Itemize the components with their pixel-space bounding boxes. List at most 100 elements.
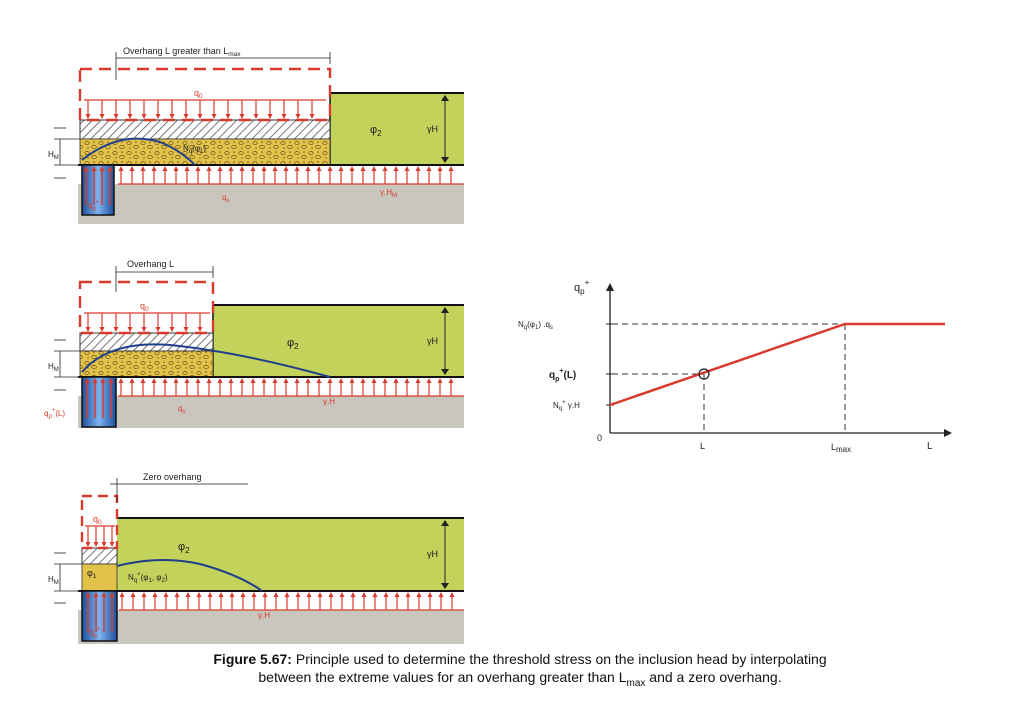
soil-label-phi2: φ2 xyxy=(178,541,190,555)
arrow-head xyxy=(305,378,311,383)
arrow-head xyxy=(85,592,91,597)
arrow-head xyxy=(113,327,119,332)
panel-zero-overhang: Zero overhang q0 φ2 φ1 γH HM Nq+(φ1, φ2)… xyxy=(48,472,464,644)
hm-label: HM xyxy=(48,150,59,161)
qs-label: qs xyxy=(222,193,229,204)
arrow-head xyxy=(349,378,355,383)
gamma-h-label: γ.H xyxy=(323,397,335,406)
reaction-arrows-up xyxy=(84,378,464,418)
arrow-head xyxy=(426,166,432,171)
arrow-head xyxy=(151,378,157,383)
arrow-head xyxy=(183,114,189,119)
arrow-head xyxy=(91,166,97,171)
arrow-head xyxy=(316,378,322,383)
arrow-head xyxy=(173,378,179,383)
arrow-head xyxy=(371,166,377,171)
hm-label: HM xyxy=(48,575,59,586)
arrow-head xyxy=(382,378,388,383)
arrow-head xyxy=(339,592,345,597)
soil-green xyxy=(213,305,464,377)
arrow-head xyxy=(169,114,175,119)
arrow-head xyxy=(118,378,124,383)
tick-label-lmax: Lmax xyxy=(831,442,851,454)
arrow-head xyxy=(196,592,202,597)
tick-label-l: L xyxy=(700,441,705,451)
caption-line2-end: and a zero overhang. xyxy=(645,669,782,685)
slab-hatched xyxy=(79,119,331,140)
threshold-stress-graph: qp+ L 0 L Lmax Nq(φ1) .qs qp+(L) Nq+ γ.H xyxy=(518,278,952,454)
height-label: γH xyxy=(427,549,438,559)
arrow-head xyxy=(272,378,278,383)
ground-grey xyxy=(78,396,464,428)
arrow-head xyxy=(93,542,99,547)
soil-label-phi2: φ2 xyxy=(287,337,299,351)
arrow-head xyxy=(100,378,106,383)
soil-green xyxy=(330,93,464,165)
arrow-head xyxy=(317,592,323,597)
inclusion-column xyxy=(81,164,115,216)
arrow-head xyxy=(239,166,245,171)
arrow-head xyxy=(415,166,421,171)
arrow-head xyxy=(141,114,147,119)
arrow-head xyxy=(240,592,246,597)
arrow-head xyxy=(239,114,245,119)
arrow-head xyxy=(448,378,454,383)
arrow-head xyxy=(211,114,217,119)
arrow-head xyxy=(162,166,168,171)
arrow-head xyxy=(349,166,355,171)
arrow-head xyxy=(338,378,344,383)
panel-overhang-greater: Overhang L greater than Lmax q0 φ2 γH HM… xyxy=(48,46,464,224)
label-nq-gamma-h: Nq+ γ.H xyxy=(553,400,580,412)
arrow-head xyxy=(174,592,180,597)
reaction-arrows-up xyxy=(85,592,464,632)
arrow-head xyxy=(130,592,136,597)
arrow-head xyxy=(229,592,235,597)
arrow-head xyxy=(283,166,289,171)
arrow-head xyxy=(305,166,311,171)
arrow-head xyxy=(206,166,212,171)
arrow-head xyxy=(393,378,399,383)
arrow-head xyxy=(152,592,158,597)
load-label-q0: q0 xyxy=(194,88,203,100)
load-label-q0: q0 xyxy=(93,514,102,526)
arrow-head xyxy=(404,166,410,171)
arrow-head xyxy=(239,378,245,383)
caption-number: Figure 5.67: xyxy=(213,651,292,667)
arrow-head xyxy=(85,327,91,332)
arrow-head xyxy=(113,114,119,119)
arrow-head xyxy=(109,592,115,597)
arrow-head xyxy=(437,166,443,171)
arrow-head xyxy=(328,592,334,597)
arrow-head xyxy=(262,592,268,597)
dimension-label: Overhang L greater than Lmax xyxy=(123,46,241,58)
arrow-head xyxy=(141,592,147,597)
arrow-head xyxy=(83,166,89,171)
arrow-head xyxy=(107,166,113,171)
arrow-head xyxy=(253,114,259,119)
arrow-head xyxy=(173,166,179,171)
origin-label: 0 xyxy=(597,433,602,443)
dashed-frame xyxy=(80,494,119,550)
arrow-head xyxy=(101,592,107,597)
load-arrows-down xyxy=(84,99,326,119)
slab-hatched xyxy=(81,547,118,565)
arrow-head xyxy=(273,592,279,597)
arrow-head xyxy=(206,378,212,383)
arrow-head xyxy=(382,166,388,171)
arrow-head xyxy=(225,114,231,119)
arrow-head xyxy=(162,378,168,383)
arrow-head xyxy=(129,166,135,171)
arrow-head xyxy=(119,592,125,597)
arrow-head xyxy=(155,114,161,119)
label-nq-qs: Nq(φ1) .qs xyxy=(518,320,553,331)
arrow-head xyxy=(371,378,377,383)
arrow-head xyxy=(372,592,378,597)
gamma-hm-label: γ.HM xyxy=(380,188,397,199)
arrow-head xyxy=(118,166,124,171)
dimension-label: Zero overhang xyxy=(143,472,202,482)
arrow-head xyxy=(327,166,333,171)
arrow-head xyxy=(251,592,257,597)
arrow-head xyxy=(228,166,234,171)
arrow-head xyxy=(272,166,278,171)
